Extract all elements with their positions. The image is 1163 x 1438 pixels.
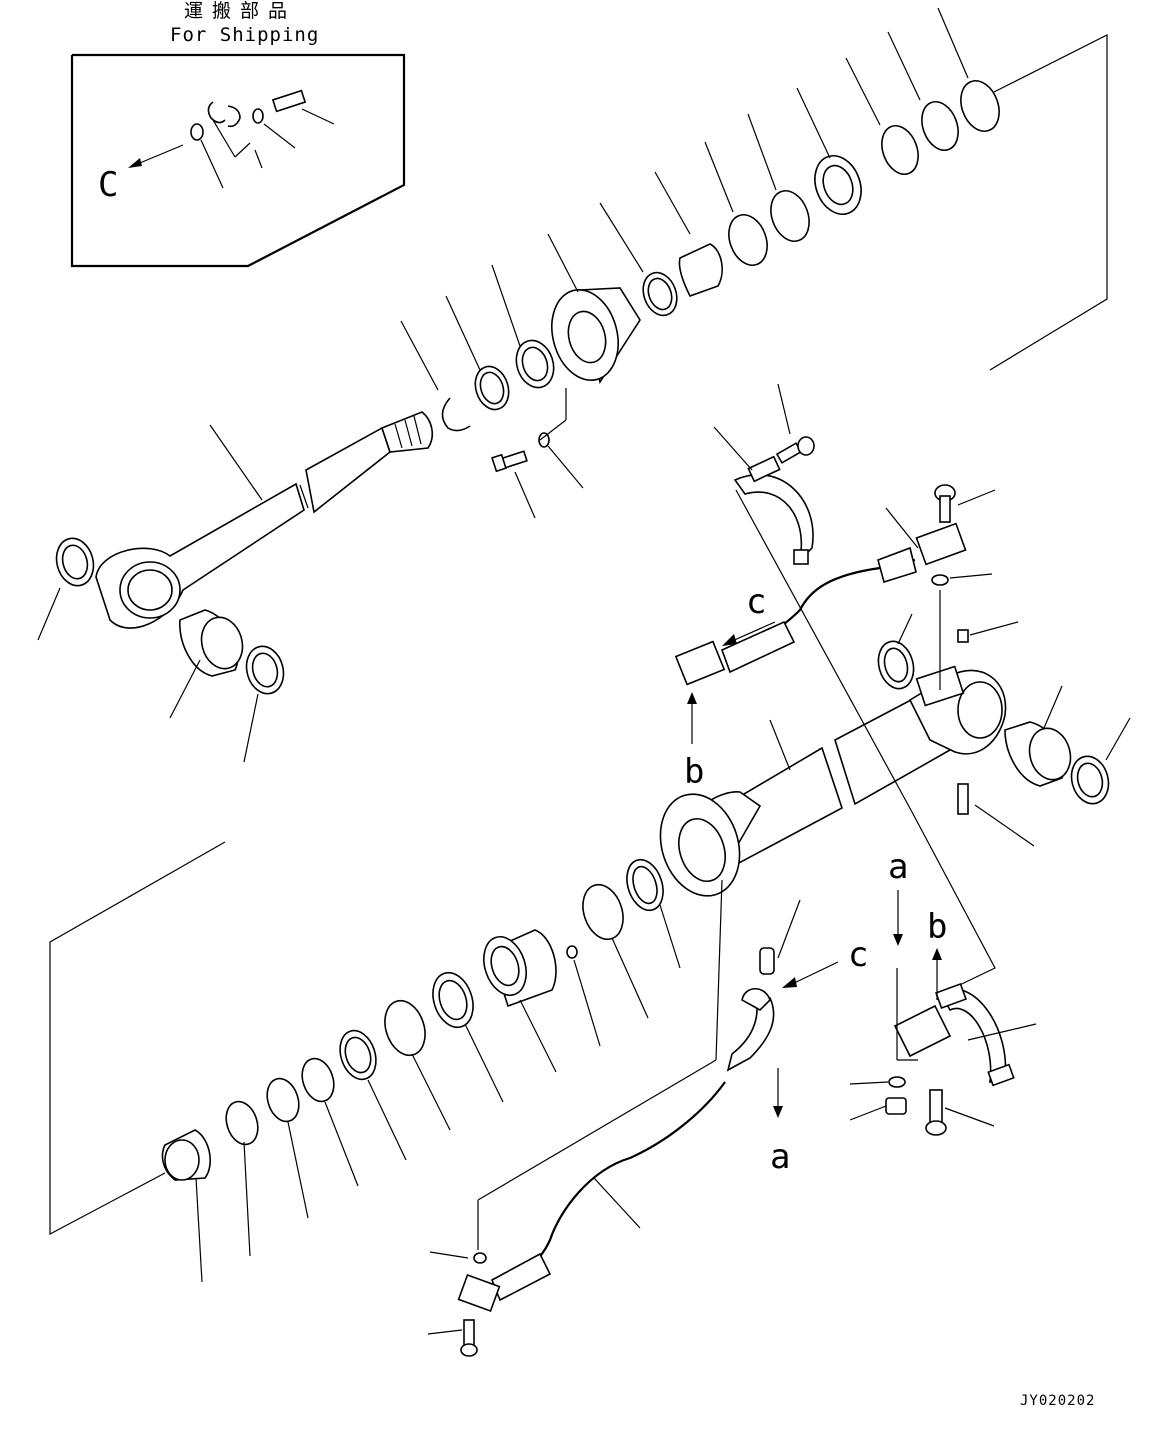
piping: [427, 383, 1037, 1357]
label-c-box: C: [98, 165, 119, 205]
rod-end-bushings: [37, 537, 285, 763]
label-c-lower: c: [848, 935, 869, 975]
label-b-right: b: [927, 907, 948, 947]
head-bolts: [491, 388, 584, 519]
rod-seals-upper: [441, 80, 1000, 432]
shipping-title-en: For Shipping: [170, 24, 320, 46]
leader-lines-upper: [209, 7, 969, 501]
piston-seals-lower: [161, 858, 681, 1283]
label-a-down: a: [770, 1137, 791, 1177]
label-a-right: a: [888, 847, 909, 887]
label-c-mid: c: [746, 582, 767, 622]
shipping-parts-box: [70, 53, 406, 268]
label-b-up: b: [684, 752, 705, 792]
shipping-title-jp: 運搬部品: [184, 0, 297, 22]
tube-bushings: [769, 613, 1131, 805]
cylinder-tube: [659, 665, 1007, 897]
piston-rod: [95, 411, 434, 629]
drawing-code: JY020202: [1020, 1393, 1096, 1409]
